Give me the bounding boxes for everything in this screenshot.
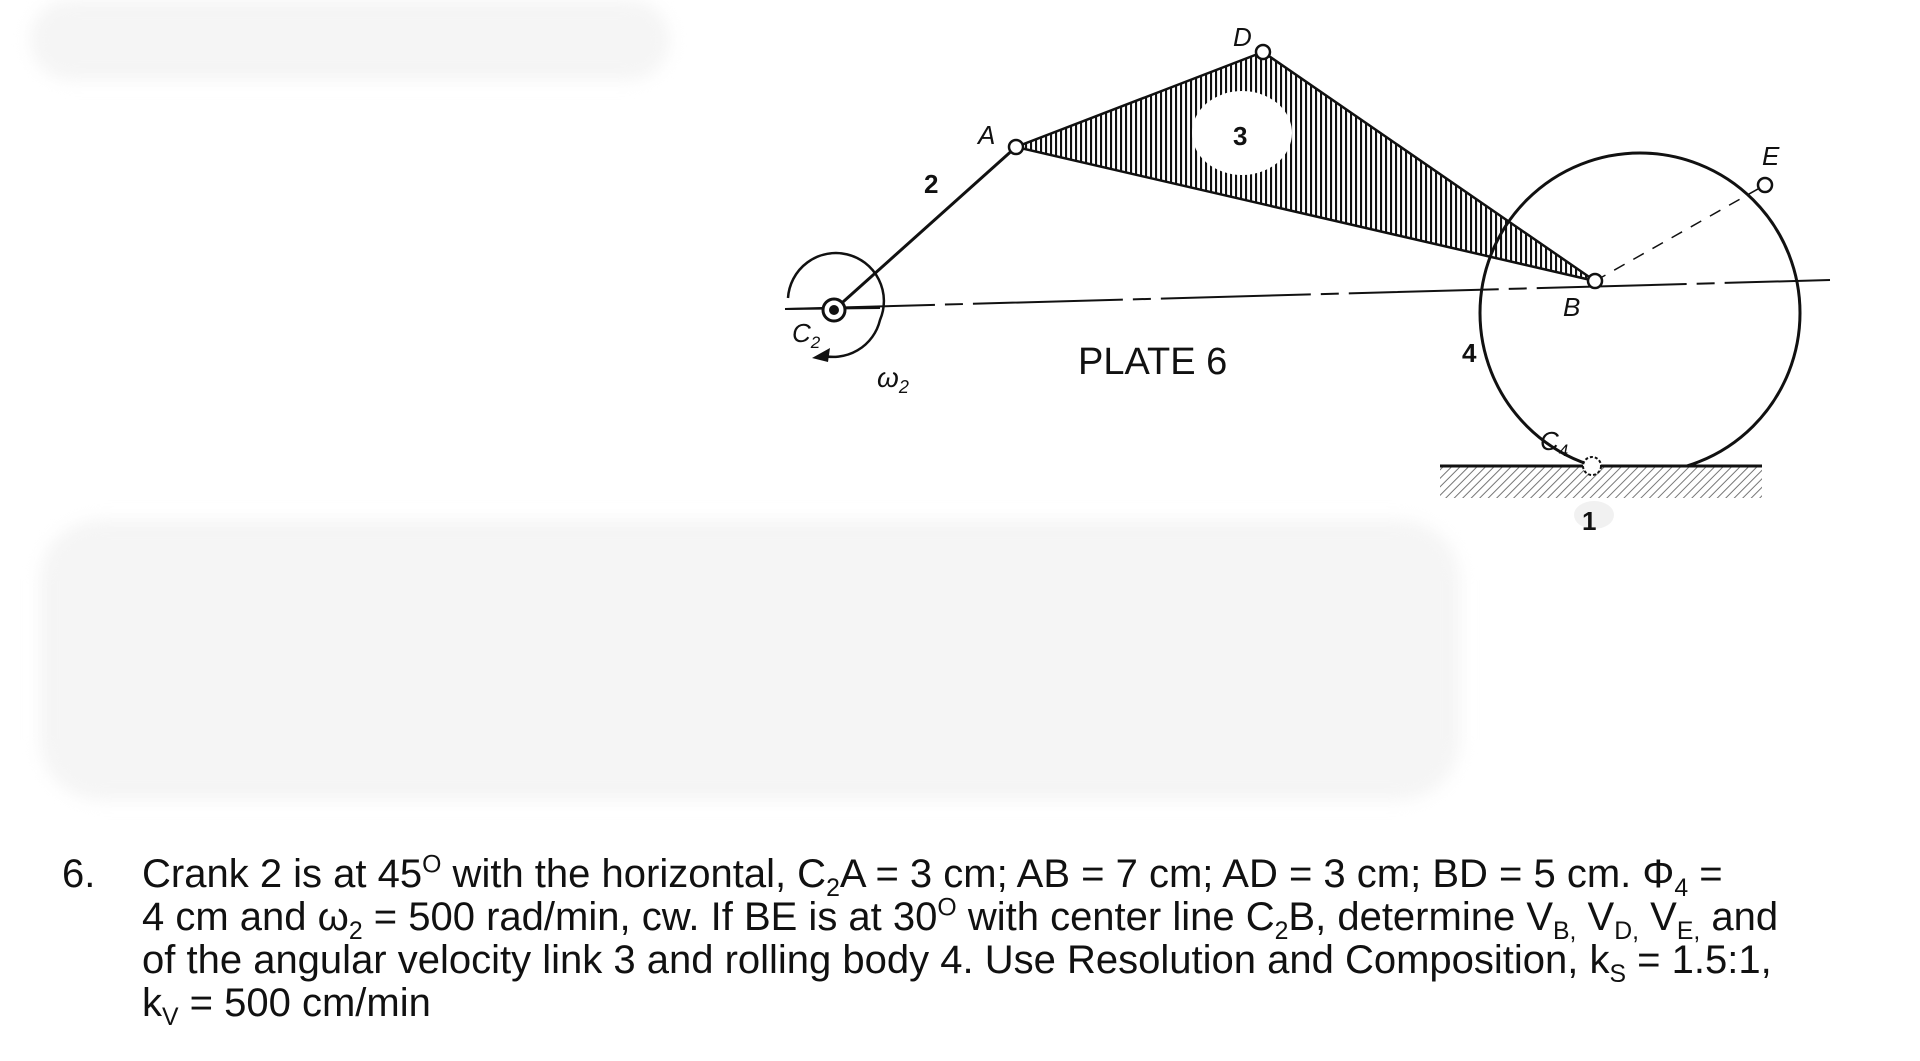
plate-title: PLATE 6 xyxy=(1078,341,1227,383)
label-b: B xyxy=(1563,292,1580,322)
problem-line-2: 4 cm and ω2 = 500 rad/min, cw. If BE is … xyxy=(142,894,1779,945)
scan-smudge xyxy=(30,0,670,80)
contact-point-c4 xyxy=(1582,456,1602,476)
omega-arrowhead xyxy=(812,348,830,362)
mechanism-diagram: D A E B 2 3 4 1 C2 ω2 C4 PLATE 6 xyxy=(784,22,1831,536)
problem-line-4: kV = 500 cm/min xyxy=(142,981,431,1031)
label-c4: C4 xyxy=(1540,426,1568,460)
joint-d xyxy=(1254,43,1272,61)
joint-e xyxy=(1756,176,1774,194)
ground-link-1 xyxy=(1440,466,1762,498)
problem-line-1: Crank 2 is at 45O with the horizontal, C… xyxy=(142,851,1723,902)
joint-a xyxy=(1007,138,1025,156)
scan-smudge xyxy=(40,520,1460,800)
label-omega2: ω2 xyxy=(877,362,909,397)
center-line xyxy=(784,279,1831,310)
problem-line-3: of the angular velocity link 3 and rolli… xyxy=(142,938,1772,988)
coupler-label-blob xyxy=(1192,91,1292,175)
omega-arc xyxy=(786,251,886,359)
problem-body: Crank 2 is at 45O with the horizontal, C… xyxy=(142,851,1920,1031)
label-c2: C2 xyxy=(792,318,821,352)
label-link-3: 3 xyxy=(1233,121,1247,151)
coupler-link-3 xyxy=(1011,50,1596,283)
label-link-1: 1 xyxy=(1582,506,1596,536)
label-a: A xyxy=(976,120,995,150)
joint-b xyxy=(1586,272,1604,290)
label-d: D xyxy=(1233,22,1252,52)
crank-link-2 xyxy=(832,145,1018,312)
label-e: E xyxy=(1762,141,1780,171)
label-link-2: 2 xyxy=(924,169,938,199)
label-link-4: 4 xyxy=(1462,338,1477,368)
line-be xyxy=(1594,184,1766,282)
rolling-body-4 xyxy=(1478,151,1802,475)
problem-number: 6. xyxy=(62,852,96,896)
